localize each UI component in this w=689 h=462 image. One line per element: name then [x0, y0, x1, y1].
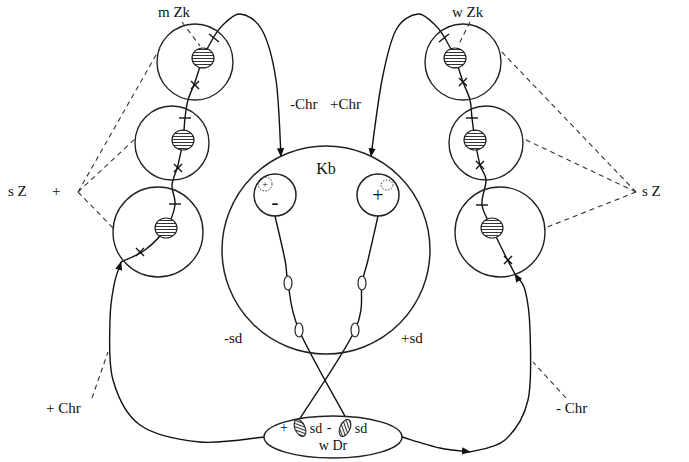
- connector-line: [371, 14, 515, 274]
- nucleus: [444, 48, 466, 68]
- stalk-oval: [358, 276, 366, 290]
- connector-line: [470, 274, 531, 452]
- connector-line: [121, 14, 281, 262]
- connector-line: [402, 437, 470, 452]
- part-label: +sd: [401, 330, 423, 347]
- stalk-oval: [351, 323, 359, 337]
- node-text: w Dr: [319, 438, 347, 453]
- stalk-oval: [295, 323, 303, 337]
- chromosome-path: [300, 216, 378, 419]
- node-text: -: [271, 190, 278, 214]
- dashed-leaders: [78, 22, 636, 398]
- cross-mark: [174, 164, 182, 172]
- tick-mark: [179, 117, 191, 118]
- cell-circle: [157, 24, 233, 100]
- node-text: +: [372, 184, 383, 206]
- cross-mark: [476, 161, 484, 169]
- outline-circle: [254, 174, 296, 216]
- leader-line: [522, 138, 636, 192]
- outline-circle: [357, 174, 399, 216]
- tick-mark: [209, 34, 219, 42]
- leader-line: [92, 352, 108, 398]
- cross-mark: [136, 248, 144, 256]
- nuclei: [155, 48, 503, 238]
- nucleus: [172, 130, 194, 150]
- tick-mark: [169, 203, 181, 204]
- part-label: -sd: [224, 330, 242, 347]
- dotted-body: [258, 177, 272, 191]
- part-label: s Z: [642, 183, 661, 200]
- nucleus: [481, 218, 503, 238]
- gland-ellipse: +sd-sdw Dr: [263, 415, 403, 459]
- leader-line: [78, 48, 160, 192]
- stalk-swellings: [284, 276, 366, 337]
- chromosome-path: [110, 14, 281, 442]
- cross-mark: [459, 78, 467, 86]
- node-text: Kb: [316, 160, 336, 178]
- nucleus: [192, 48, 214, 68]
- connector-line: [110, 262, 264, 442]
- cross-mark: [504, 256, 512, 264]
- part-label: - Chr: [556, 400, 587, 417]
- tick-mark: [476, 204, 488, 205]
- cell-circle: [449, 106, 523, 180]
- cell-circle: [455, 187, 545, 277]
- part-label: s Z: [8, 183, 27, 200]
- node-text: sd: [355, 421, 367, 436]
- tick-mark: [466, 117, 478, 118]
- chromosome-marks: [136, 34, 512, 264]
- chromosome-path: [371, 14, 531, 452]
- leader-line: [545, 192, 636, 228]
- cell-circle: [135, 106, 209, 180]
- leader-line: [458, 22, 470, 46]
- node-text: -: [327, 420, 332, 435]
- part-label: +: [52, 183, 60, 200]
- node-text: +: [262, 179, 268, 190]
- cell-outlines: [113, 24, 545, 277]
- part-label: -Chr: [290, 96, 318, 113]
- cross-mark: [191, 81, 199, 89]
- leader-line: [78, 138, 136, 192]
- outline-ellipse: [264, 416, 402, 458]
- nucleus: [155, 218, 177, 238]
- centrosome-circle: +: [356, 173, 400, 217]
- outline-circle: [222, 146, 430, 354]
- nucleus-body-circle: Kb+-+: [221, 145, 431, 355]
- chromosome-path: [275, 216, 345, 416]
- hatched-body: [337, 418, 354, 439]
- leader-line: [78, 192, 113, 228]
- connector-line: [300, 216, 378, 419]
- part-label: w Zk: [452, 4, 483, 21]
- part-label: + Chr: [46, 400, 81, 417]
- stalk-oval: [284, 276, 292, 290]
- nucleus: [464, 130, 486, 150]
- hatched-body: [292, 418, 309, 439]
- part-label: m Zk: [158, 4, 190, 21]
- leader-line: [533, 362, 566, 398]
- cell-circle: [113, 187, 203, 277]
- node-text: sd: [310, 421, 322, 436]
- node-text: +: [280, 420, 288, 435]
- connector-line: [275, 216, 345, 416]
- cell-circle: [425, 24, 501, 100]
- leader-line: [498, 48, 636, 192]
- centrosome-circle: +-: [253, 173, 297, 217]
- leader-line: [182, 22, 200, 46]
- part-label: +Chr: [330, 96, 361, 113]
- tick-mark: [439, 34, 449, 42]
